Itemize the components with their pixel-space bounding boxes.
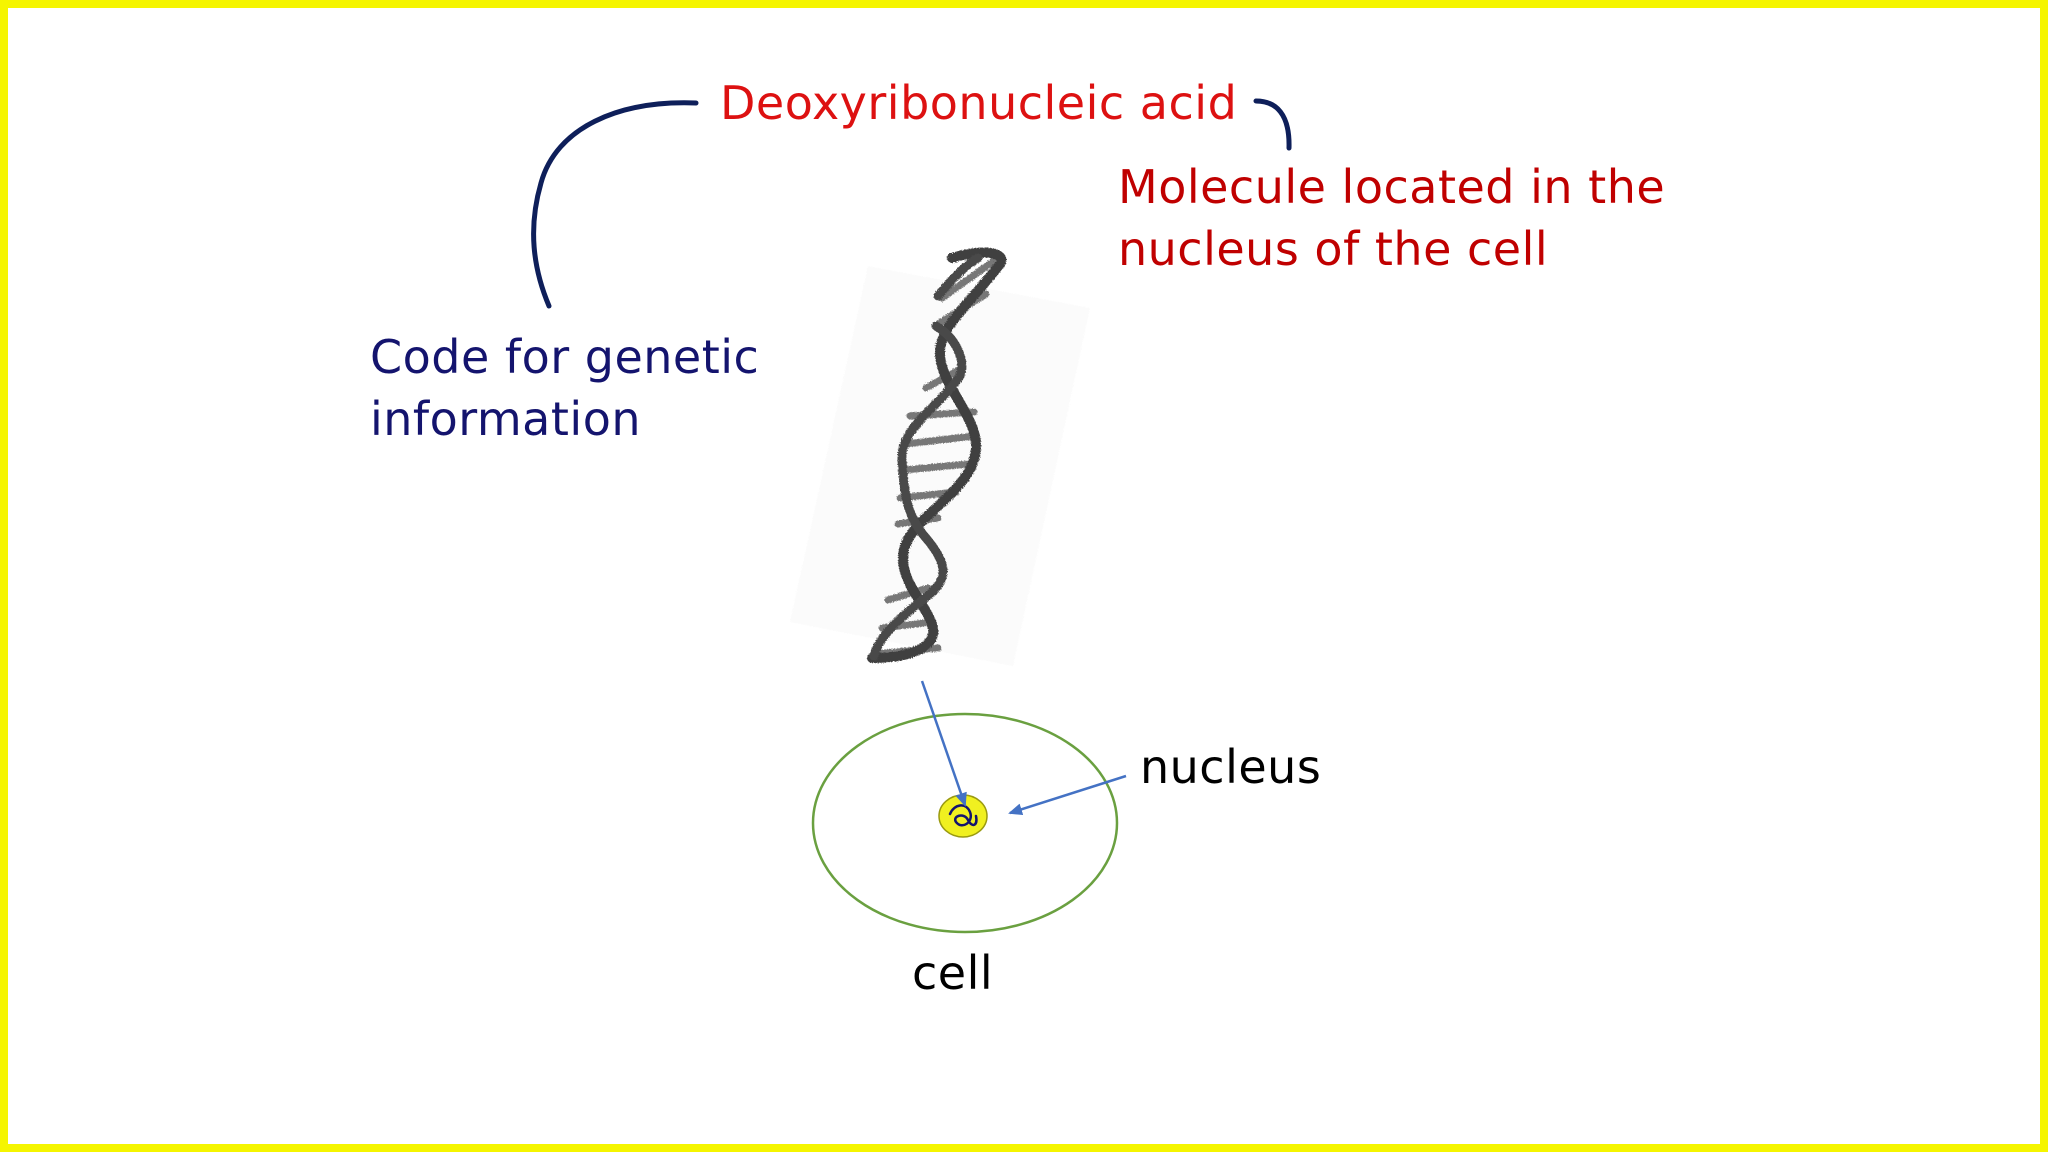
location-note: Molecule located in the nucleus of the c… <box>1118 156 1665 280</box>
dna-to-nucleus-arrow <box>920 680 967 807</box>
location-note-line-1: Molecule located in the <box>1118 160 1666 214</box>
function-note-line-2: information <box>370 392 641 446</box>
diagram-drawing <box>531 98 1292 934</box>
dna-helix-icon <box>790 247 1090 666</box>
nucleus-label: nucleus <box>1140 740 1322 794</box>
cell-label: cell <box>912 946 994 1000</box>
cell-outline-icon <box>811 712 1119 934</box>
location-note-line-2: nucleus of the cell <box>1118 222 1549 276</box>
nucleus-label-arrow <box>1008 774 1127 816</box>
diagram-title: Deoxyribonucleic acid <box>720 76 1238 130</box>
title-left-brace <box>531 100 699 309</box>
function-note: Code for genetic information <box>370 326 759 450</box>
function-note-line-1: Code for genetic <box>370 330 760 384</box>
title-right-hook <box>1253 98 1292 151</box>
